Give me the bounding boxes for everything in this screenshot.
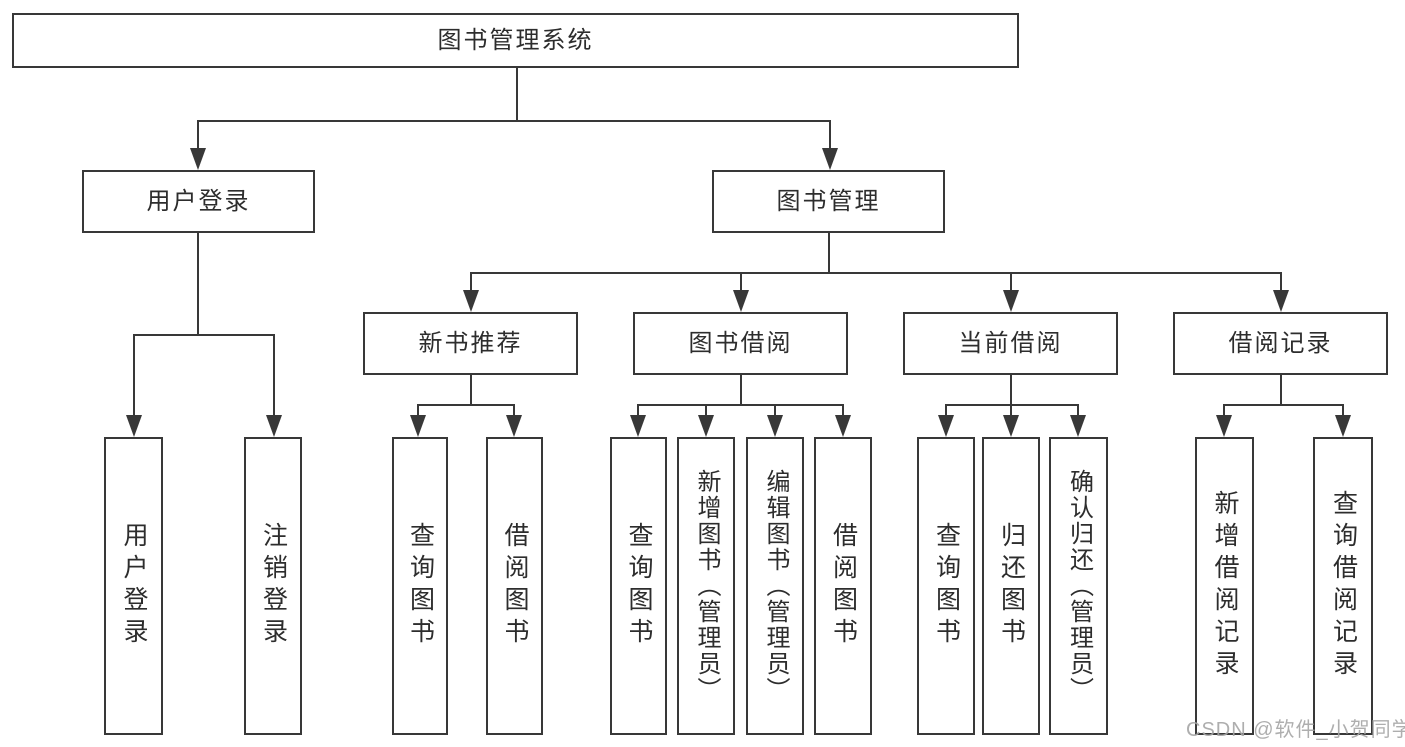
connector-current-drop-2	[1010, 404, 1012, 417]
connector-borrow-stem	[740, 375, 742, 406]
arrow-down-icon	[822, 148, 838, 170]
connector-borrow-branch	[638, 404, 844, 406]
node-leaf-borrow-borrow-books: 借阅图书	[814, 437, 872, 735]
arrow-down-icon	[126, 415, 142, 437]
arrow-down-icon	[1003, 290, 1019, 312]
arrow-down-icon	[266, 415, 282, 437]
connector-newbook-branch	[418, 404, 515, 406]
node-leaf-logout: 注销登录	[244, 437, 302, 735]
connector-records-drop-2	[1342, 404, 1344, 417]
arrow-down-icon	[463, 290, 479, 312]
arrow-down-icon	[190, 148, 206, 170]
node-leaf-confirm-return-admin: 确认归还（管理员）	[1049, 437, 1108, 735]
arrow-down-icon	[698, 415, 714, 437]
connector-newbook-drop-1	[417, 404, 419, 417]
connector-borrow-drop-1	[637, 404, 639, 417]
node-library-system: 图书管理系统	[12, 13, 1019, 68]
node-leaf-newbook-borrow-books: 借阅图书	[486, 437, 543, 735]
node-leaf-return-books: 归还图书	[982, 437, 1040, 735]
connector-login-drop-2	[273, 334, 275, 417]
arrow-down-icon	[1003, 415, 1019, 437]
arrow-down-icon	[1335, 415, 1351, 437]
connector-records-branch	[1224, 404, 1344, 406]
connector-newbook-stem	[470, 375, 472, 406]
connector-borrow-drop-3	[774, 404, 776, 417]
connector-mgmt-branch	[470, 272, 1282, 274]
node-book-management: 图书管理	[712, 170, 945, 233]
arrow-down-icon	[630, 415, 646, 437]
connector-root-left-drop	[197, 120, 199, 150]
connector-current-drop-3	[1077, 404, 1079, 417]
connector-mgmt-drop-2	[740, 272, 742, 292]
node-new-book-recommend: 新书推荐	[363, 312, 578, 375]
arrow-down-icon	[767, 415, 783, 437]
arrow-down-icon	[1070, 415, 1086, 437]
connector-current-stem	[1010, 375, 1012, 406]
node-leaf-current-query-books: 查询图书	[917, 437, 975, 735]
arrow-down-icon	[410, 415, 426, 437]
connector-mgmt-drop-3	[1010, 272, 1012, 292]
connector-records-drop-1	[1223, 404, 1225, 417]
node-borrow-records: 借阅记录	[1173, 312, 1388, 375]
connector-newbook-drop-2	[513, 404, 515, 417]
connector-root-branch	[197, 120, 831, 122]
connector-root-right-drop	[829, 120, 831, 150]
arrow-down-icon	[506, 415, 522, 437]
node-leaf-edit-books-admin: 编辑图书（管理员）	[746, 437, 804, 735]
node-leaf-newbook-query-books: 查询图书	[392, 437, 448, 735]
arrow-down-icon	[733, 290, 749, 312]
node-leaf-borrow-query-books: 查询图书	[610, 437, 667, 735]
connector-mgmt-drop-4	[1280, 272, 1282, 292]
connector-root-stem	[516, 68, 518, 121]
connector-borrow-drop-4	[842, 404, 844, 417]
connector-mgmt-stem	[828, 233, 830, 274]
connector-mgmt-drop-1	[470, 272, 472, 292]
arrow-down-icon	[1273, 290, 1289, 312]
connector-login-stem	[197, 233, 199, 336]
node-leaf-add-borrow-record: 新增借阅记录	[1195, 437, 1254, 735]
arrow-down-icon	[835, 415, 851, 437]
connector-login-branch	[133, 334, 274, 336]
node-current-borrow: 当前借阅	[903, 312, 1118, 375]
node-leaf-query-borrow-record: 查询借阅记录	[1313, 437, 1373, 735]
node-user-login: 用户登录	[82, 170, 315, 233]
connector-records-stem	[1280, 375, 1282, 406]
connector-login-drop-1	[133, 334, 135, 417]
connector-borrow-drop-2	[705, 404, 707, 417]
node-leaf-add-books-admin: 新增图书（管理员）	[677, 437, 735, 735]
connector-current-branch	[946, 404, 1079, 406]
arrow-down-icon	[1216, 415, 1232, 437]
csdn-watermark: CSDN @软件_小贺同学	[1186, 719, 1405, 741]
arrow-down-icon	[938, 415, 954, 437]
node-book-borrow: 图书借阅	[633, 312, 848, 375]
connector-current-drop-1	[945, 404, 947, 417]
node-leaf-user-login: 用户登录	[104, 437, 163, 735]
